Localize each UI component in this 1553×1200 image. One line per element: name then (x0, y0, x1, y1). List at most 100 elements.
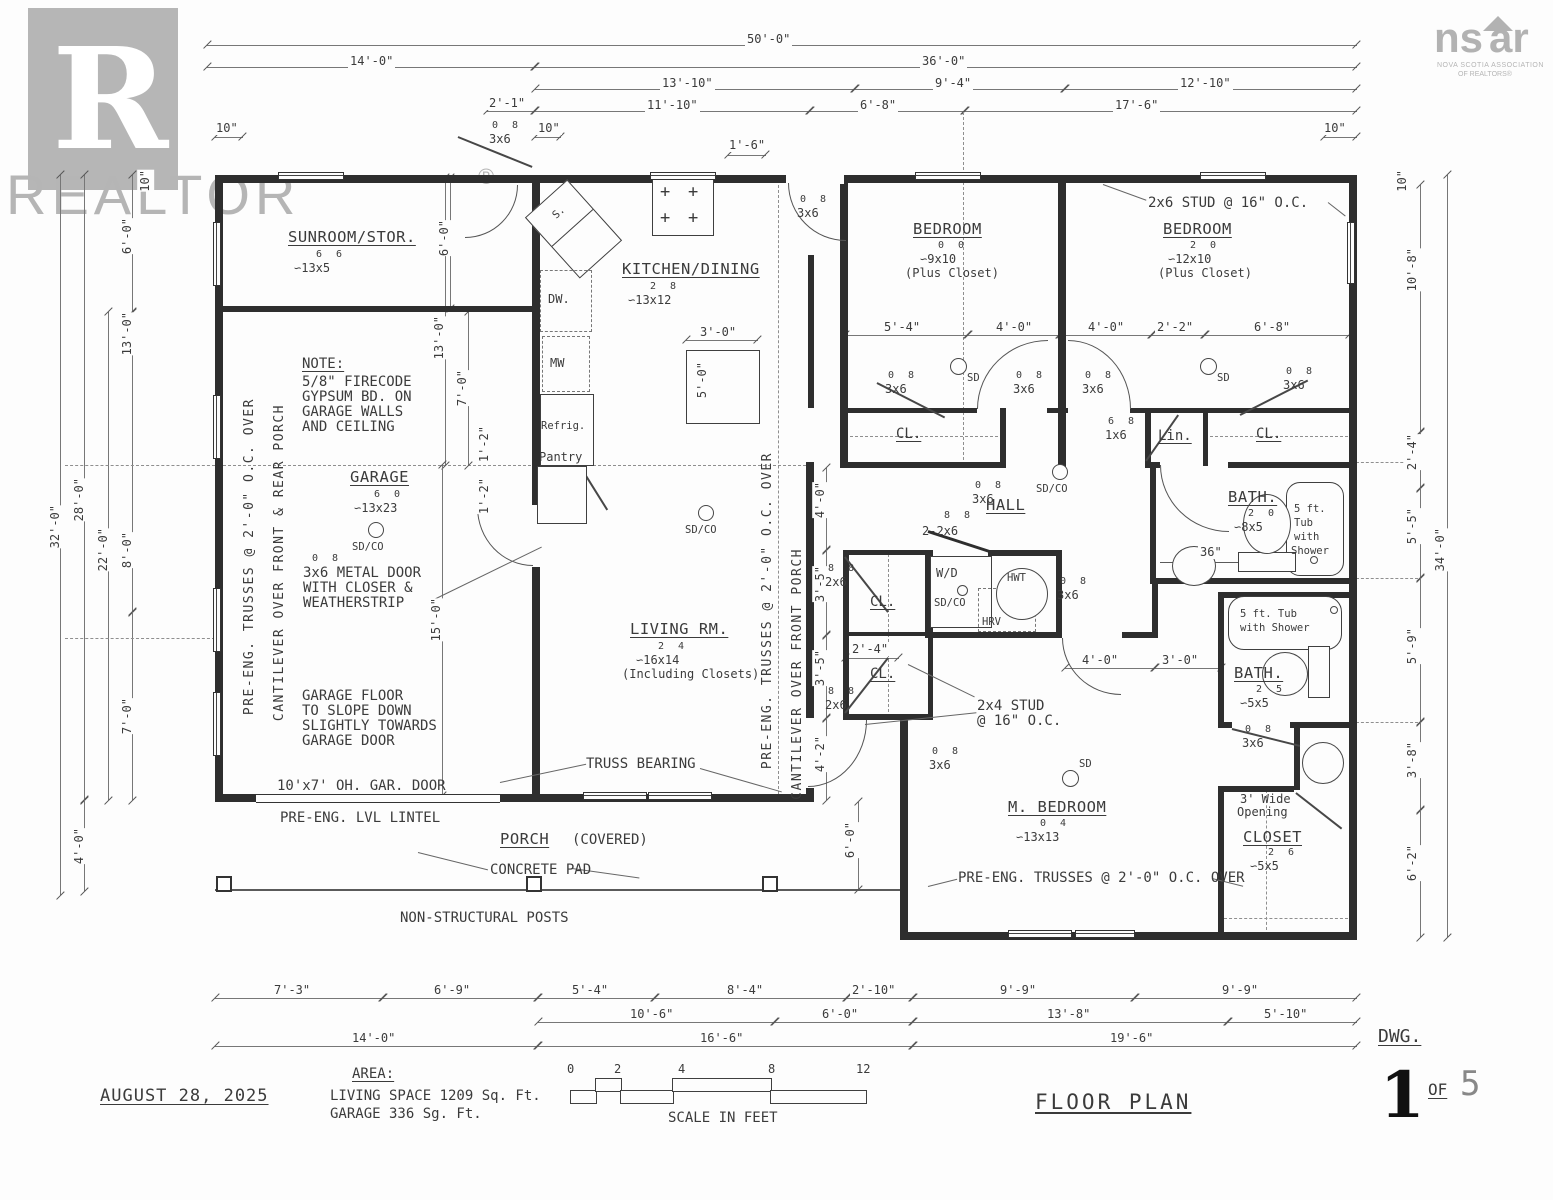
room-title-mcloset: CLOSET (1243, 828, 1302, 846)
cantilever-line (778, 180, 779, 794)
window (1075, 930, 1135, 938)
of-label: OF (1428, 1080, 1448, 1099)
door-size-sup: 0 8 (492, 120, 523, 131)
dim-label: 6'-0" (842, 822, 860, 859)
door-leaf-mcloset (1295, 792, 1343, 830)
sink-label: S. (550, 203, 568, 222)
dim-label: 14'-0" (350, 1031, 398, 1046)
dim-line (1152, 335, 1205, 336)
wall-hall-mbed (1122, 632, 1158, 638)
window (213, 395, 221, 459)
dim-line (845, 658, 899, 659)
scalebar-cell (570, 1090, 597, 1104)
scale-caption: SCALE IN FEET (668, 1110, 778, 1126)
room-title-living: LIVING RM. (630, 620, 729, 638)
utility-sdco-label: SD/CO (934, 597, 966, 609)
dim-label: 6'-8" (1252, 320, 1293, 335)
room-note: (Plus Closet) (905, 266, 999, 280)
dim-label: 10" (536, 121, 562, 136)
sd-label: SD (967, 372, 980, 384)
dim-label: 10" (1394, 170, 1412, 192)
room-title-kitchen: KITCHEN/DINING (622, 260, 760, 278)
room-title-garage: GARAGE (350, 468, 409, 486)
leader-line (1327, 202, 1346, 217)
wall-living-hall (806, 788, 814, 802)
bath1-toilet-bowl (1243, 494, 1291, 554)
fridge-label: Refrig. (541, 420, 586, 432)
ref-line (1356, 578, 1418, 579)
hwt-label: HWT (1007, 572, 1026, 584)
dim-label: 6'-8" (858, 98, 899, 113)
bath2-toilet-tank (1308, 646, 1330, 698)
room-size: ∽13x12 (628, 293, 672, 307)
room-sup: 6 0 (374, 489, 405, 500)
dim-label: 7'-3" (272, 983, 313, 998)
room-size: ∽13x23 (354, 501, 398, 515)
tub2-label: 5 ft. Tub (1240, 608, 1297, 620)
pantry-label: Pantry (539, 450, 583, 464)
dim-label: 13'-0" (431, 316, 449, 360)
wc-sink (1302, 742, 1344, 784)
dim-label: 28'-0" (71, 478, 89, 522)
posts-note: NON-STRUCTURAL POSTS (400, 910, 569, 926)
dim-label: 10'-8" (1404, 248, 1422, 292)
pantry (537, 466, 587, 524)
note-line: AND CEILING (302, 419, 395, 435)
ref-line (963, 112, 964, 460)
dim-label: 5'-10" (1262, 1007, 1310, 1022)
wall-bath2-left (1218, 592, 1224, 728)
ref-line (65, 465, 215, 466)
dim-line (775, 1022, 913, 1023)
dim-line (845, 335, 968, 336)
note-line: GYPSUM BD. ON (302, 389, 412, 405)
door-size-sup: 0 8 (975, 480, 1006, 491)
dim-line (913, 1022, 1228, 1023)
door-size: 3x6 (972, 492, 994, 506)
wall-bath2-bottom (1290, 722, 1356, 728)
scale-tick: 2 (614, 1062, 622, 1076)
wall-entry-closet (843, 714, 933, 720)
dwg-label: DWG. (1378, 1026, 1422, 1047)
sdco-icon (368, 522, 384, 538)
scale-tick: 0 (567, 1062, 575, 1076)
truss-note-vertical: PRE-ENG. TRUSSES @ 2'-0" O.C. OVER (760, 452, 775, 770)
door-size-sup: 0 8 (888, 370, 919, 381)
slope-note: GARAGE FLOOR (302, 688, 404, 704)
door-size: 3x6 (1283, 378, 1305, 392)
ref-line (218, 465, 806, 466)
dim-line (1228, 1022, 1357, 1023)
dim-line (655, 998, 847, 999)
stud24-note: @ 16" O.C. (977, 713, 1062, 729)
sd-icon (1062, 770, 1079, 787)
dim-line (383, 998, 538, 999)
scale-tick: 12 (856, 1062, 871, 1076)
door-size: 3x6 (885, 382, 907, 396)
note-line: 5/8" FIRECODE (302, 374, 412, 390)
porch-edge-front (215, 889, 905, 891)
tub2-label: with Shower (1240, 622, 1310, 634)
dim-label: 10'-6" (628, 1007, 676, 1022)
dim-label: 10" (137, 170, 155, 192)
nsar-subtitle1: NOVA SCOTIA ASSOCIATION (1437, 62, 1544, 69)
dim-label: 22'-0" (95, 528, 113, 572)
dim-label: 50'-0" (745, 32, 793, 47)
wall-bath1-top (1228, 462, 1350, 468)
dim-line (215, 998, 383, 999)
dim-label: 10" (214, 121, 240, 136)
hrv-label: HRV (982, 616, 1001, 628)
bath1-toilet-tank (1238, 552, 1296, 572)
window (278, 172, 344, 180)
utility-sdco-icon (957, 585, 968, 596)
dim-label: 13'-8" (1045, 1007, 1093, 1022)
leader-line (499, 763, 587, 784)
dim-label: 5'-9" (1404, 628, 1422, 665)
wall-bedroom-bottom (1130, 408, 1350, 413)
wall-utility-bottom (925, 632, 1062, 638)
room-sup: 2 4 (658, 641, 689, 652)
dim-label: 4'-0" (994, 320, 1035, 335)
wall-bath1-utility (1152, 578, 1158, 638)
closet-label: CL. (896, 426, 922, 442)
dim-label: 5'-0" (694, 362, 712, 399)
dim-line (1155, 668, 1222, 669)
door-size: 2-2x6 (922, 524, 959, 538)
